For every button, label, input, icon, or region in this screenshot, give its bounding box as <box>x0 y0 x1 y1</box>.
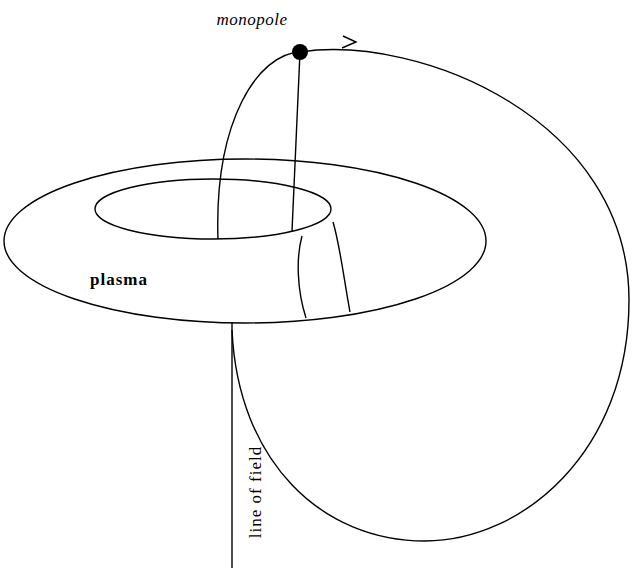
cross-section-line <box>333 222 350 312</box>
field-line-label: line of field <box>246 446 266 538</box>
cross-section-line <box>298 236 306 318</box>
torus-outer <box>4 159 486 323</box>
plasma-torus: plasma <box>4 158 488 324</box>
monopole-orbit <box>218 50 629 541</box>
torus-inner <box>95 179 331 239</box>
monopole-label: monopole <box>216 10 287 30</box>
monopole-line <box>292 52 300 231</box>
orbit-arrowhead <box>342 36 356 48</box>
field-line <box>231 322 232 568</box>
torus-outline <box>4 158 488 324</box>
plasma-label: plasma <box>90 270 148 290</box>
monopole-dot <box>292 44 308 60</box>
